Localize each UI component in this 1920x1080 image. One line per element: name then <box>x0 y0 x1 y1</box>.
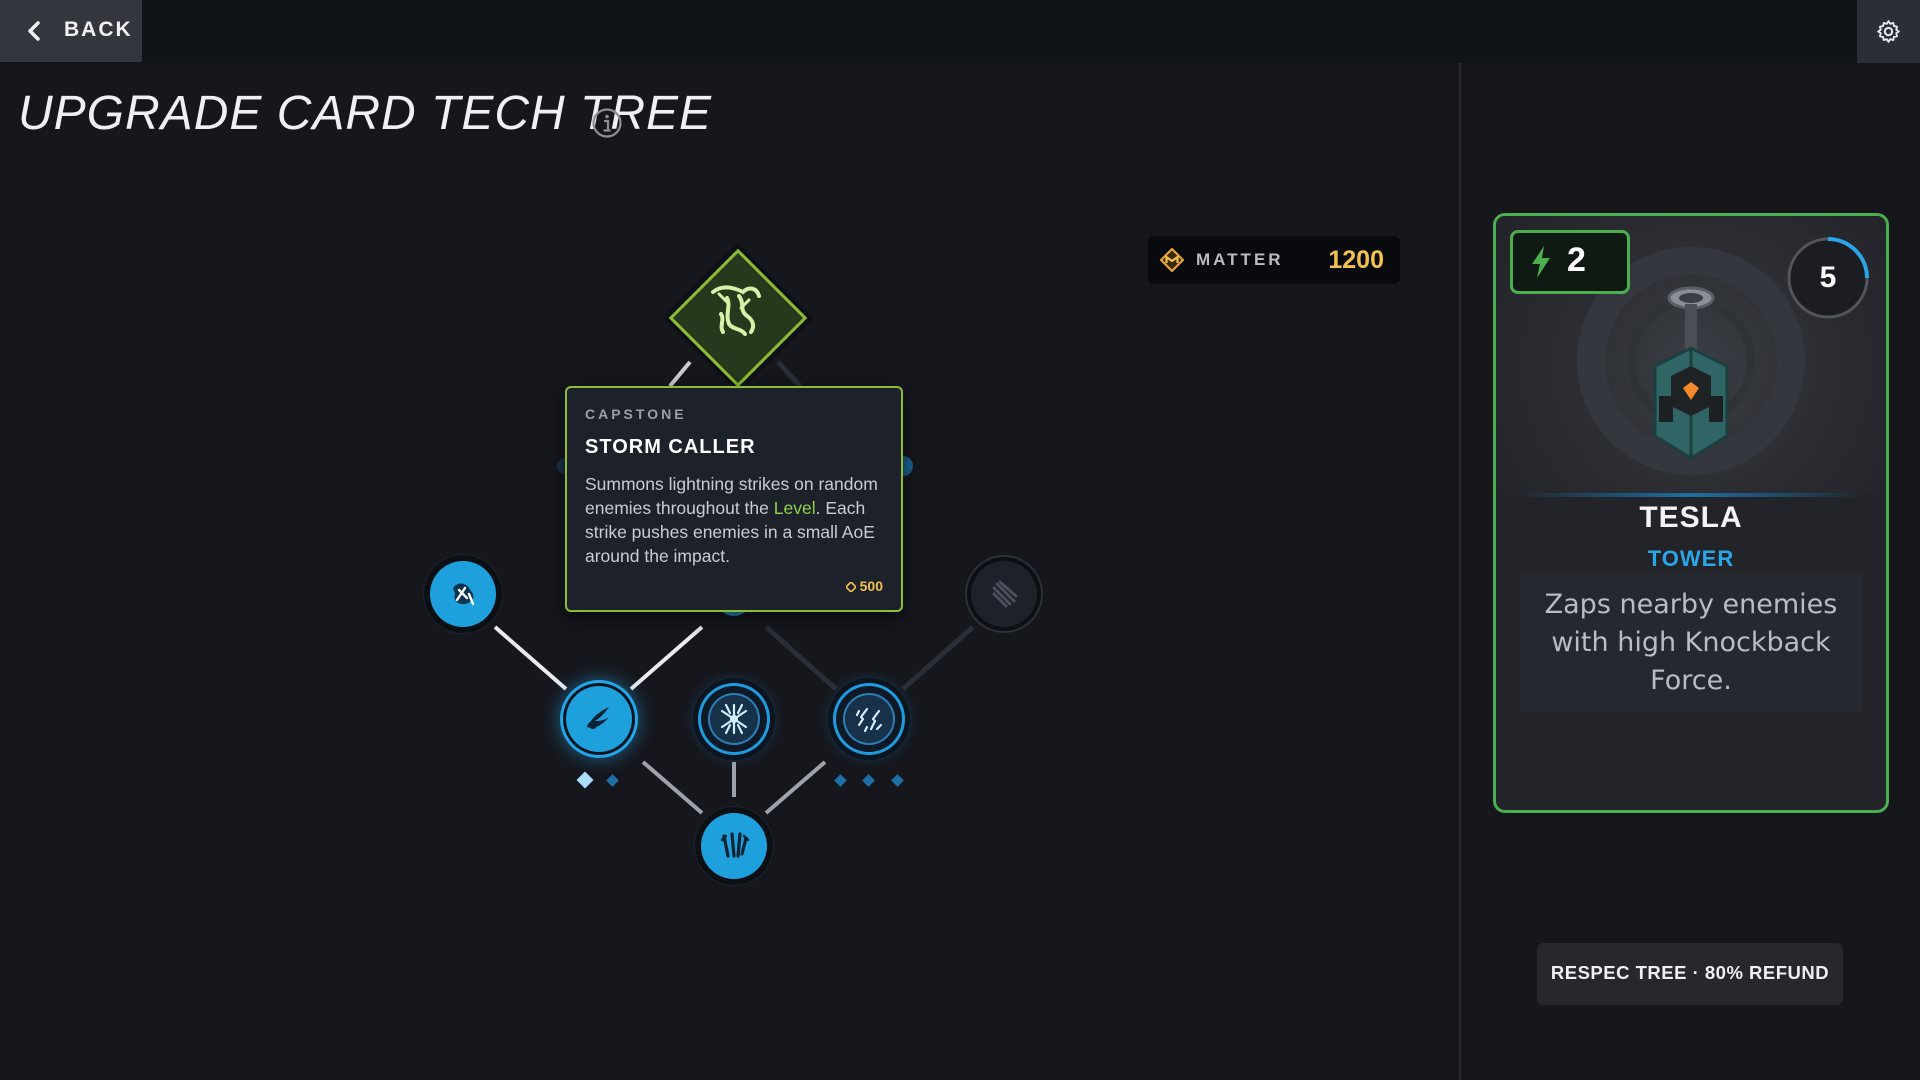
tree-node-mid-center-inner <box>708 693 760 745</box>
tooltip-desc-text: . Each strike pushes enemies in a small … <box>585 498 875 566</box>
card-type: TOWER <box>1647 546 1735 571</box>
tooltip-desc-text: Summons lightning strikes on random enem… <box>585 474 878 518</box>
feather-comet-icon <box>587 707 609 729</box>
chevron-left-icon <box>28 21 40 41</box>
storm-caller-icon <box>711 285 761 336</box>
tree-node-mid-right[interactable] <box>836 686 902 752</box>
tree-node-left-outer[interactable] <box>430 561 496 627</box>
slash-marks-icon <box>992 580 1018 608</box>
level-ring <box>1787 237 1869 319</box>
info-icon[interactable] <box>591 107 623 139</box>
tooltip-cost-value: 500 <box>859 578 883 594</box>
card-description: Zaps nearby enemies with high Knockback … <box>1544 589 1838 696</box>
tree-node-mid-left[interactable] <box>566 686 632 752</box>
matter-label: MATTER <box>1196 250 1284 269</box>
tooltip-description: Summons lightning strikes on random enem… <box>585 472 889 568</box>
tree-node-mid-right-inner <box>843 693 895 745</box>
panel-divider <box>1459 63 1461 1080</box>
matter-icon <box>1160 248 1184 272</box>
card-description-box: Zaps nearby enemies with high Knockback … <box>1520 572 1862 712</box>
tree-node-mid-center[interactable] <box>701 686 767 752</box>
spark-burst-icon <box>720 703 748 735</box>
tree-node-right-outer[interactable] <box>971 561 1037 627</box>
tree-node-root[interactable] <box>701 813 767 879</box>
card-divider <box>1516 493 1866 497</box>
top-bar: BACK <box>0 0 1920 63</box>
gear-icon <box>1877 20 1900 43</box>
back-button[interactable]: BACK <box>0 0 142 62</box>
matter-currency: MATTER 1200 <box>1148 236 1400 284</box>
tooltip-desc-keyword: Level <box>773 498 816 518</box>
matter-value: 1200 <box>1328 246 1384 274</box>
tesla-tower-icon <box>1653 286 1729 460</box>
energy-cost-value: 2 <box>1567 241 1586 279</box>
level-badge: 5 <box>1786 236 1870 320</box>
back-label: BACK <box>64 18 133 41</box>
capstone-tooltip: CAPSTONE STORM CALLER Summons lightning … <box>565 386 903 612</box>
settings-button[interactable] <box>1857 0 1920 63</box>
energy-cost-badge: 2 <box>1510 230 1630 294</box>
lightning-icon <box>1532 246 1550 278</box>
tooltip-category: CAPSTONE <box>585 406 687 422</box>
matter-icon <box>844 580 857 594</box>
claw-marks-icon <box>720 832 750 858</box>
respec-tree-button[interactable]: RESPEC TREE · 80% REFUND <box>1537 943 1843 1005</box>
tooltip-cost: 500 <box>844 578 883 594</box>
level-value: 5 <box>1819 261 1837 294</box>
fist-crack-icon <box>453 583 475 606</box>
tower-card: 2 5 TESLA TOWER Zaps nearby enemies with… <box>1493 213 1889 813</box>
respec-tree-label: RESPEC TREE · 80% REFUND <box>1550 962 1830 983</box>
scatter-bolts-icon <box>855 707 883 733</box>
card-name: TESLA <box>1639 501 1743 534</box>
tooltip-title: STORM CALLER <box>585 436 756 458</box>
card-art <box>1496 216 1886 497</box>
